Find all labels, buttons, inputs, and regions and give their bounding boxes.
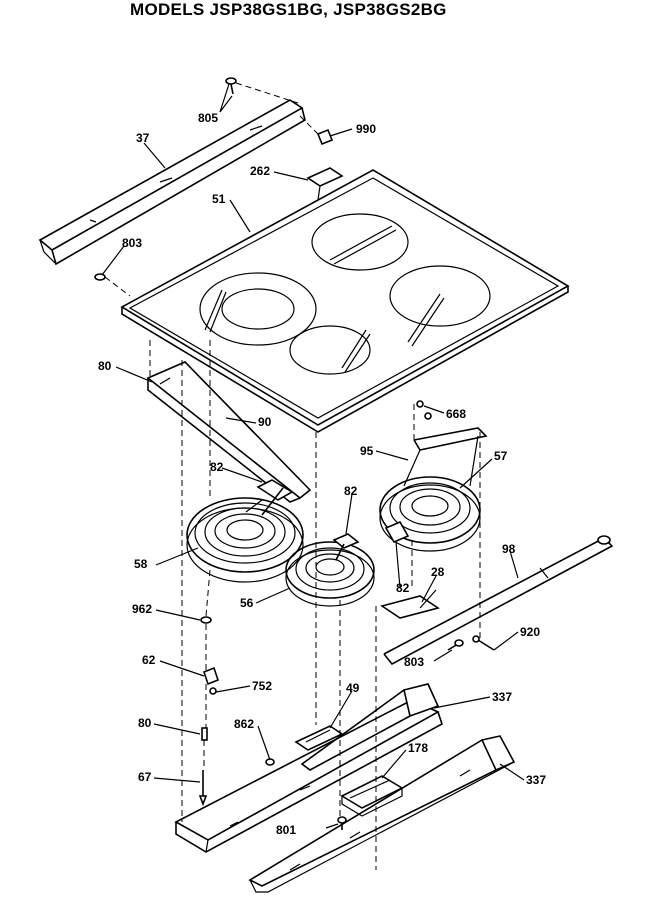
callout-337-upper: 337 — [492, 690, 512, 704]
callout-90: 90 — [258, 415, 272, 429]
clip-990 — [316, 128, 334, 146]
callout-58: 58 — [134, 557, 148, 571]
callout-62: 62 — [142, 653, 156, 667]
terminal-block-178 — [340, 775, 404, 817]
callout-labels: 805 990 37 262 51 803 80 90 668 95 57 82… — [98, 111, 546, 837]
screw-805 — [225, 77, 237, 95]
screw-803-top — [94, 273, 106, 281]
callout-49: 49 — [346, 681, 360, 695]
diagram-title: MODELS JSP38GS1BG, JSP38GS2BG — [130, 0, 447, 19]
spring-962 — [200, 616, 212, 624]
callout-98: 98 — [502, 542, 516, 556]
callout-80-lower: 80 — [138, 716, 152, 730]
callout-337-lower: 337 — [526, 773, 546, 787]
leader-lines — [101, 83, 525, 829]
channel-337-upper — [300, 683, 440, 771]
bottom-frame — [174, 699, 443, 853]
bracket-262 — [306, 167, 344, 201]
callout-82-left: 82 — [210, 460, 224, 474]
callout-28: 28 — [431, 565, 445, 579]
callout-51: 51 — [212, 192, 226, 206]
callout-262: 262 — [250, 164, 270, 178]
glass-cooktop — [120, 169, 570, 433]
callout-80-top: 80 — [98, 359, 112, 373]
callout-67: 67 — [138, 770, 152, 784]
callout-57: 57 — [494, 449, 508, 463]
callout-801: 801 — [276, 823, 296, 837]
callout-803-top: 803 — [122, 236, 142, 250]
rod-67 — [198, 770, 208, 807]
callout-803-lower: 803 — [404, 655, 424, 669]
callout-178: 178 — [408, 741, 428, 755]
callout-990: 990 — [356, 122, 376, 136]
callout-862: 862 — [234, 717, 254, 731]
large-burner-58 — [186, 487, 304, 583]
right-burner-57 — [379, 476, 481, 552]
callout-962: 962 — [132, 602, 152, 616]
screw-920 — [472, 635, 495, 651]
rear-trim-strip — [38, 99, 306, 266]
support-rod-98 — [383, 535, 614, 666]
clip-62 — [203, 666, 219, 686]
channel-337-lower — [248, 735, 516, 893]
callout-82-middle: 82 — [344, 484, 358, 498]
callout-920: 920 — [520, 625, 540, 639]
bracket-28 — [380, 589, 440, 619]
callout-95: 95 — [360, 444, 374, 458]
screw-803-lower — [447, 639, 464, 651]
burner-bracket-left — [245, 479, 294, 513]
screw-801 — [337, 816, 347, 830]
callout-82-right: 82 — [396, 581, 410, 595]
callout-56: 56 — [240, 596, 254, 610]
callout-752: 752 — [252, 679, 272, 693]
callout-668: 668 — [446, 407, 466, 421]
left-frame-rail — [146, 361, 312, 503]
pin-80 — [201, 727, 208, 741]
assembly-lines — [149, 340, 481, 870]
burner-support-bracket — [403, 400, 488, 487]
callout-37: 37 — [136, 131, 150, 145]
screw-752 — [209, 687, 217, 695]
callout-805: 805 — [198, 111, 218, 125]
small-burner-56 — [285, 533, 375, 607]
